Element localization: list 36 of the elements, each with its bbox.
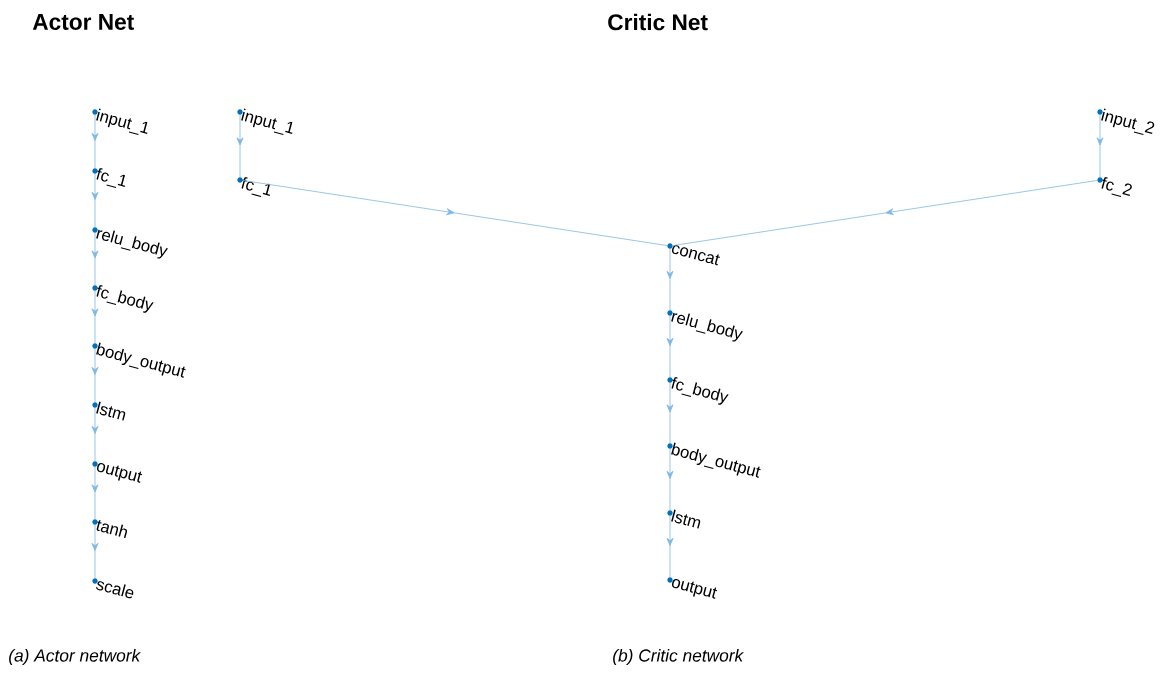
graph-node: fc_body [667,377,729,405]
graph-node: fc_1 [92,168,126,188]
panel-title: Critic Net [608,13,708,31]
arrow [91,348,99,403]
arrow [666,382,674,444]
graph-node: concat [667,243,720,266]
panel-caption: (a) Actor network [9,648,141,666]
graph-node: fc_2 [1097,177,1132,197]
graph-node: lstm [667,509,701,529]
panel-caption: (b) Critic network [613,648,744,666]
panel-title: Actor Net [32,14,134,30]
graph-node: fc_body [92,285,154,313]
arrow [666,448,674,511]
arrow [91,114,99,169]
graph-node: fc_1 [237,177,271,197]
arrow [91,232,99,286]
arrow [666,315,674,378]
arrow [91,407,99,462]
arrow [666,248,674,311]
arrow [91,466,99,520]
graph-node: input_1 [92,108,148,135]
arrow [242,180,668,246]
arrow [1096,114,1104,178]
arrow [91,524,99,579]
graph-node: output [667,577,718,599]
graph-node: output [92,461,143,483]
graph-node: input_2 [1097,108,1155,135]
graph-node: scale [92,578,134,599]
arrow [236,114,244,178]
arrow [91,290,99,344]
graph-node: lstm [92,401,126,421]
arrow [666,515,674,578]
graph-node: input_1 [237,108,293,135]
graph-node: tanh [92,519,128,539]
arrow [91,173,99,228]
arrow [672,180,1098,246]
